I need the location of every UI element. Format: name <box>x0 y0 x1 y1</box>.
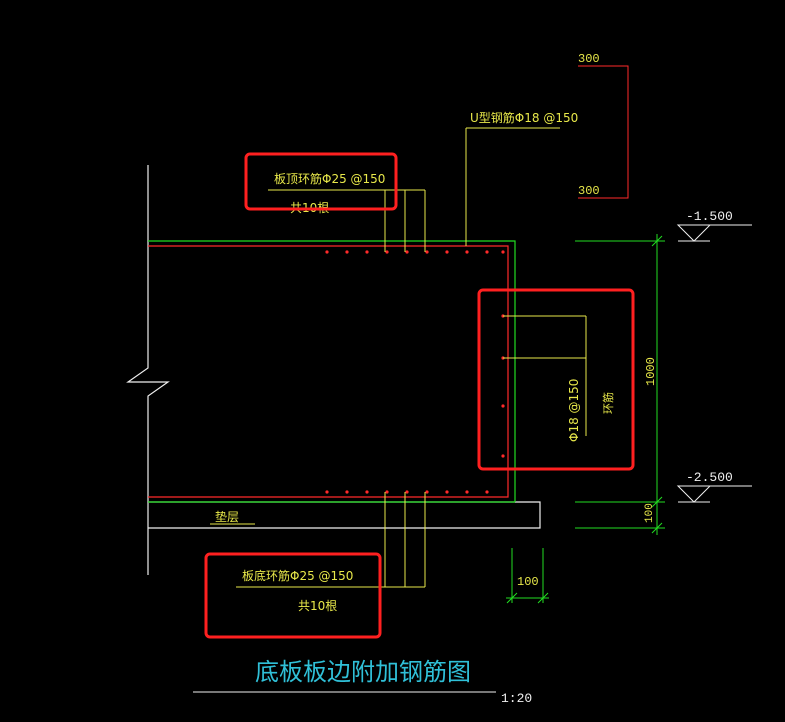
drawing-title: 底板板边附加钢筋图 <box>255 658 471 686</box>
dim-300-bottom: 300 <box>578 184 600 198</box>
dim-100-width: 100 <box>517 575 539 589</box>
highlight-top-ring-bar <box>244 152 398 211</box>
rebar-section-dot-icon <box>465 490 469 494</box>
leader-lines <box>210 127 587 588</box>
rebar-section-dot-icon <box>465 250 469 254</box>
rebar-section-dot-icon <box>425 250 429 254</box>
label-u-bar: U型钢筋Φ18 @150 <box>470 110 578 125</box>
rebar-section-dot-icon <box>501 404 505 408</box>
rebar-section-dot-icon <box>365 250 369 254</box>
dim-300-top: 300 <box>578 52 600 66</box>
rebar-section-dot-icon <box>445 250 449 254</box>
rebar-section-dot-icon <box>385 250 389 254</box>
rebar-section-dot-icon <box>385 490 389 494</box>
highlight-side-ring-bar <box>477 288 635 471</box>
elevation-triangle-icon <box>676 485 712 503</box>
rebar-section-dot-icon <box>345 250 349 254</box>
highlight-boxes <box>204 152 635 639</box>
drawing-scale: 1:20 <box>501 691 532 706</box>
ring-rebar <box>148 245 509 498</box>
elevation-marker-upper <box>676 224 752 242</box>
rebar-section-dot-icon <box>345 490 349 494</box>
rebar-dots <box>325 250 505 494</box>
elevation-lower: -2.500 <box>686 470 733 485</box>
label-top-ring-bar: 板顶环筋Φ25 @150 <box>274 171 385 186</box>
rebar-section-dot-icon <box>405 250 409 254</box>
rebar-section-dot-icon <box>485 490 489 494</box>
label-side-bar-spec: Φ18 @150 <box>567 379 581 442</box>
rebar-section-dot-icon <box>405 490 409 494</box>
rebar-section-dot-icon <box>365 490 369 494</box>
highlight-bottom-ring-bar <box>204 552 382 639</box>
rebar-section-dot-icon <box>485 250 489 254</box>
dim-100-cushion: 100 <box>644 503 656 523</box>
rebar-section-dot-icon <box>325 490 329 494</box>
elevation-marker-lower <box>676 485 752 503</box>
label-side-bar-name: 环筋 <box>601 392 615 414</box>
elevation-upper: -1.500 <box>686 209 733 224</box>
rebar-section-dot-icon <box>501 250 505 254</box>
slab-outline <box>148 240 516 503</box>
dimension-lines <box>506 234 665 604</box>
dim-1000: 1000 <box>644 357 658 386</box>
label-cushion: 垫层 <box>215 509 239 524</box>
rebar-section-dot-icon <box>501 454 505 458</box>
elevation-triangle-icon <box>676 224 712 242</box>
break-line-icon <box>126 165 170 575</box>
label-bottom-ring-count: 共10根 <box>298 599 337 613</box>
rebar-section-dot-icon <box>425 490 429 494</box>
cushion-outline <box>148 501 541 529</box>
label-bottom-ring-bar: 板底环筋Φ25 @150 <box>242 568 353 583</box>
rebar-section-dot-icon <box>445 490 449 494</box>
rebar-section-dot-icon <box>325 250 329 254</box>
dim-300-bracket <box>578 65 629 199</box>
